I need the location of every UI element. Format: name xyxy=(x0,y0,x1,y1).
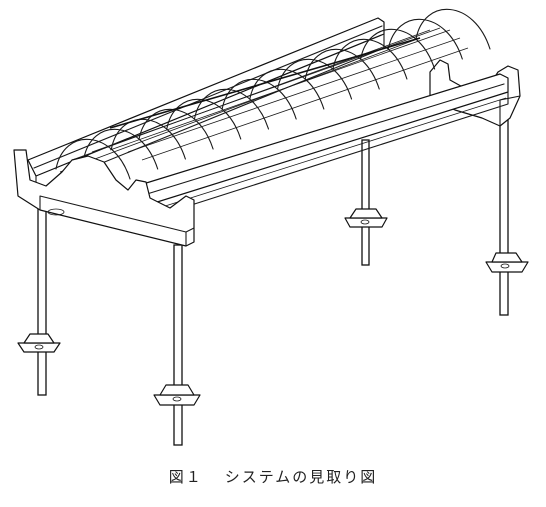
leg-front-middle xyxy=(173,244,183,446)
cage-hoop xyxy=(110,118,186,160)
leg-back-middle xyxy=(361,139,370,266)
cage-hoop xyxy=(166,98,242,140)
foot-plate-back-right xyxy=(485,252,529,273)
cage-hoop xyxy=(360,28,436,70)
cage-hoop xyxy=(304,48,380,90)
leg-back-right xyxy=(499,109,509,316)
foot-plates xyxy=(17,208,529,406)
leg-front-left xyxy=(37,204,47,396)
cage-hoop xyxy=(415,8,491,50)
figure-caption: 図１ システムの見取り図 xyxy=(0,466,546,487)
foot-plate-front-middle xyxy=(153,384,201,406)
figure-number: 図１ xyxy=(168,468,203,486)
cage-hoop xyxy=(83,128,159,170)
cage-hoop xyxy=(387,18,463,60)
cage-hoop xyxy=(276,58,353,100)
foot-plate-back-middle xyxy=(344,208,388,228)
foot-plate-front-left xyxy=(17,333,61,353)
figure-title: システムの見取り図 xyxy=(224,468,378,486)
cage-hoop xyxy=(55,138,131,180)
cage-hoop xyxy=(221,78,297,120)
system-perspective-drawing xyxy=(13,8,529,446)
end-frame-front xyxy=(13,149,195,247)
cage-hoop xyxy=(193,88,270,130)
cage-hoop xyxy=(332,38,408,80)
top-support-bar xyxy=(109,37,421,129)
